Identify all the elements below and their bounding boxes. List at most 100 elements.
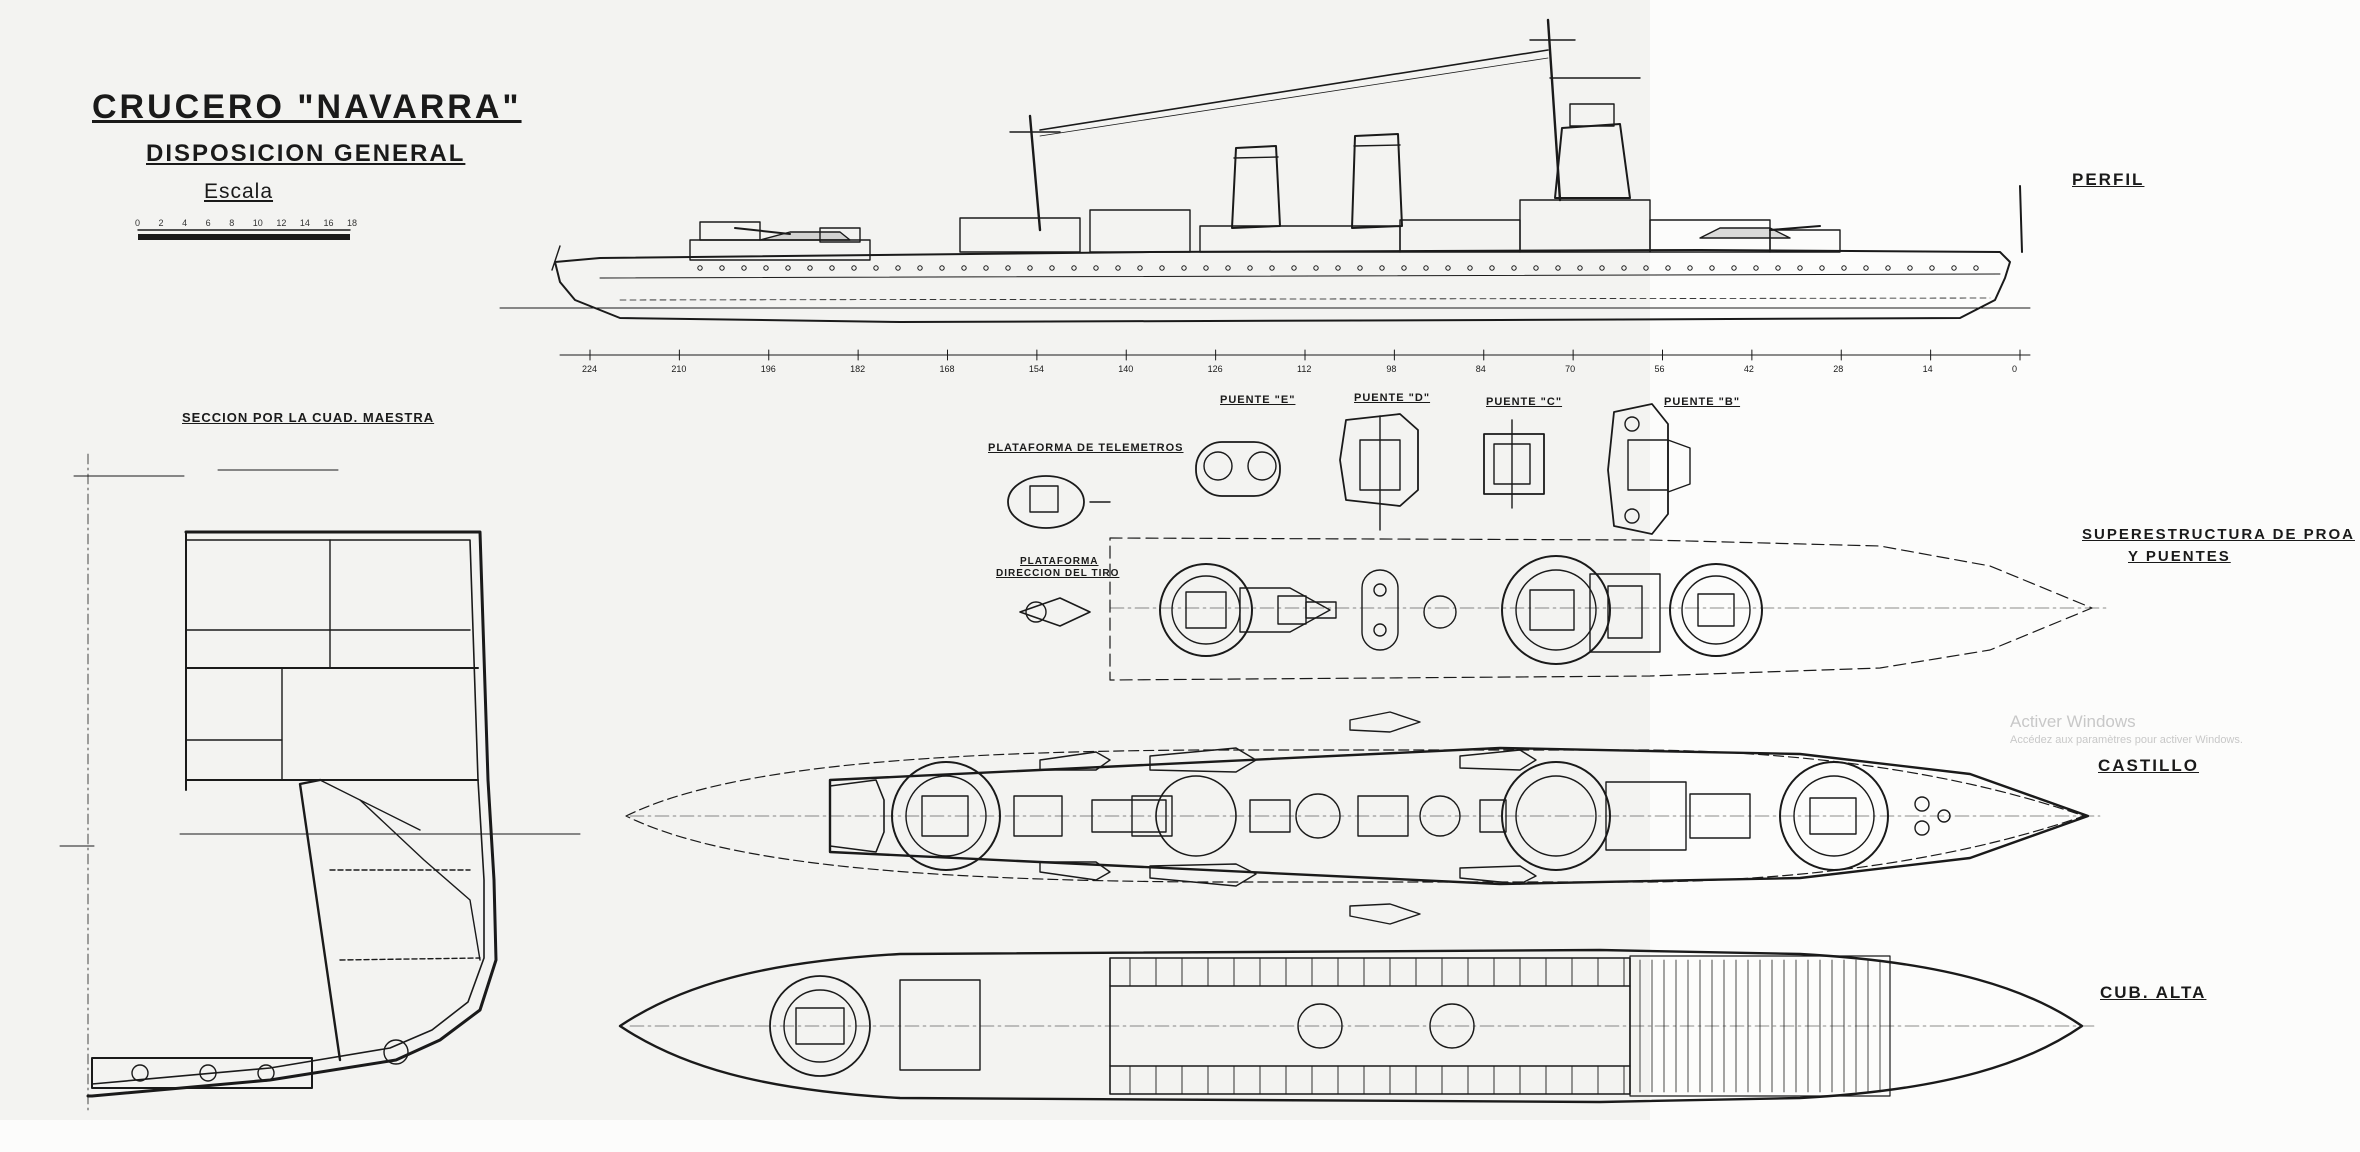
porthole: [873, 265, 879, 271]
porthole: [1577, 265, 1583, 271]
porthole: [1049, 265, 1055, 271]
drawing-subtitle: DISPOSICION GENERAL: [146, 140, 466, 167]
porthole: [1841, 265, 1847, 271]
porthole: [1489, 265, 1495, 271]
bridge-c-label: PUENTE "C": [1486, 396, 1563, 408]
porthole: [1401, 265, 1407, 271]
rangefinder-platform-label: PLATAFORMA DE TELEMETROS: [988, 442, 1184, 454]
bridge-e-label: PUENTE "E": [1220, 394, 1296, 406]
porthole: [1555, 265, 1561, 271]
forecastle-plan: [625, 711, 2101, 925]
porthole: [1929, 265, 1935, 271]
frame-number: 112: [1297, 364, 1311, 374]
porthole: [1379, 265, 1385, 271]
ship-title: CRUCERO "NAVARRA": [92, 88, 522, 126]
porthole: [1423, 265, 1429, 271]
porthole: [1357, 265, 1363, 271]
porthole: [1533, 265, 1539, 271]
porthole: [1973, 265, 1979, 271]
upper-deck-label: CUB. ALTA: [2100, 983, 2207, 1002]
porthole: [1247, 265, 1253, 271]
bridge-details: [1007, 403, 1691, 627]
frame-number: 56: [1655, 364, 1665, 374]
porthole: [1027, 265, 1033, 271]
porthole: [1203, 265, 1209, 271]
scale-tick-label: 16: [323, 218, 334, 228]
porthole: [719, 265, 725, 271]
porthole: [1797, 265, 1803, 271]
porthole: [1335, 265, 1341, 271]
porthole: [1863, 265, 1869, 271]
bridge-b-label: PUENTE "B": [1664, 396, 1741, 408]
porthole: [1269, 265, 1275, 271]
scan-panel-right: [1650, 0, 2360, 1152]
porthole: [1291, 265, 1297, 271]
porthole: [1709, 265, 1715, 271]
forecastle-label: CASTILLO: [2098, 756, 2199, 775]
porthole: [763, 265, 769, 271]
porthole: [1445, 265, 1451, 271]
porthole: [1005, 265, 1011, 271]
superstructure-label-line1: SUPERESTRUCTURA DE PROA: [2082, 526, 2355, 543]
porthole: [741, 265, 747, 271]
frame-number: 70: [1565, 364, 1575, 374]
superstructure-plan: [1109, 537, 2111, 681]
frame-number: 84: [1476, 364, 1486, 374]
porthole: [1775, 265, 1781, 271]
porthole: [1621, 265, 1627, 271]
frame-number: 14: [1923, 364, 1933, 374]
windows-watermark-subtitle: Accédez aux paramètres pour activer Wind…: [2010, 734, 2243, 746]
porthole: [697, 265, 703, 271]
frame-number: 168: [940, 364, 955, 374]
section-title: SECCION POR LA CUAD. MAESTRA: [182, 410, 435, 425]
scan-panel-bottom: [0, 1120, 2360, 1152]
porthole: [1731, 265, 1737, 271]
porthole: [1511, 265, 1517, 271]
scale-tick-label: 14: [299, 218, 310, 228]
frame-number: 0: [2012, 364, 2017, 374]
frame-number: 28: [1833, 364, 1843, 374]
scale-label: Escala: [204, 180, 274, 203]
porthole: [917, 265, 923, 271]
upper-deck-plan: [618, 948, 2097, 1104]
scale-tick-label: 4: [182, 218, 188, 228]
frame-number: 98: [1386, 364, 1396, 374]
porthole: [1599, 265, 1605, 271]
scale-tick-label: 0: [135, 218, 141, 228]
midship-section: [59, 453, 581, 1111]
porthole: [1071, 265, 1077, 271]
porthole: [851, 265, 857, 271]
bridge-d-label: PUENTE "D": [1354, 392, 1431, 404]
porthole: [1885, 265, 1891, 271]
windows-watermark-title: Activer Windows: [2010, 712, 2136, 731]
porthole: [807, 265, 813, 271]
profile-view: [499, 18, 2031, 361]
porthole: [1819, 265, 1825, 271]
scale-tick-label: 12: [276, 218, 287, 228]
superstructure-label-line2: Y PUENTES: [2128, 548, 2231, 565]
frame-number: 42: [1744, 364, 1754, 374]
profile-label: PERFIL: [2072, 170, 2145, 189]
porthole: [1313, 265, 1319, 271]
frame-number: 196: [761, 364, 776, 374]
scale-tick-label: 10: [252, 218, 263, 228]
porthole: [1225, 265, 1231, 271]
fire-control-label-line1: PLATAFORMA: [1020, 556, 1099, 567]
porthole: [983, 265, 989, 271]
porthole: [1137, 265, 1143, 271]
frame-number: 140: [1118, 364, 1133, 374]
porthole: [1159, 265, 1165, 271]
fire-control-label-line2: DIRECCION DEL TIRO: [996, 568, 1120, 579]
frame-number: 224: [582, 364, 597, 374]
scale-tick-label: 6: [205, 218, 211, 228]
porthole: [1907, 265, 1913, 271]
porthole: [1665, 265, 1671, 271]
porthole: [895, 265, 901, 271]
scale-tick-label: 2: [158, 218, 164, 228]
porthole: [1181, 265, 1187, 271]
frame-number: 126: [1208, 364, 1223, 374]
frame-number: 210: [671, 364, 686, 374]
scale-bar: [137, 229, 351, 240]
scale-tick-label: 8: [229, 218, 235, 228]
